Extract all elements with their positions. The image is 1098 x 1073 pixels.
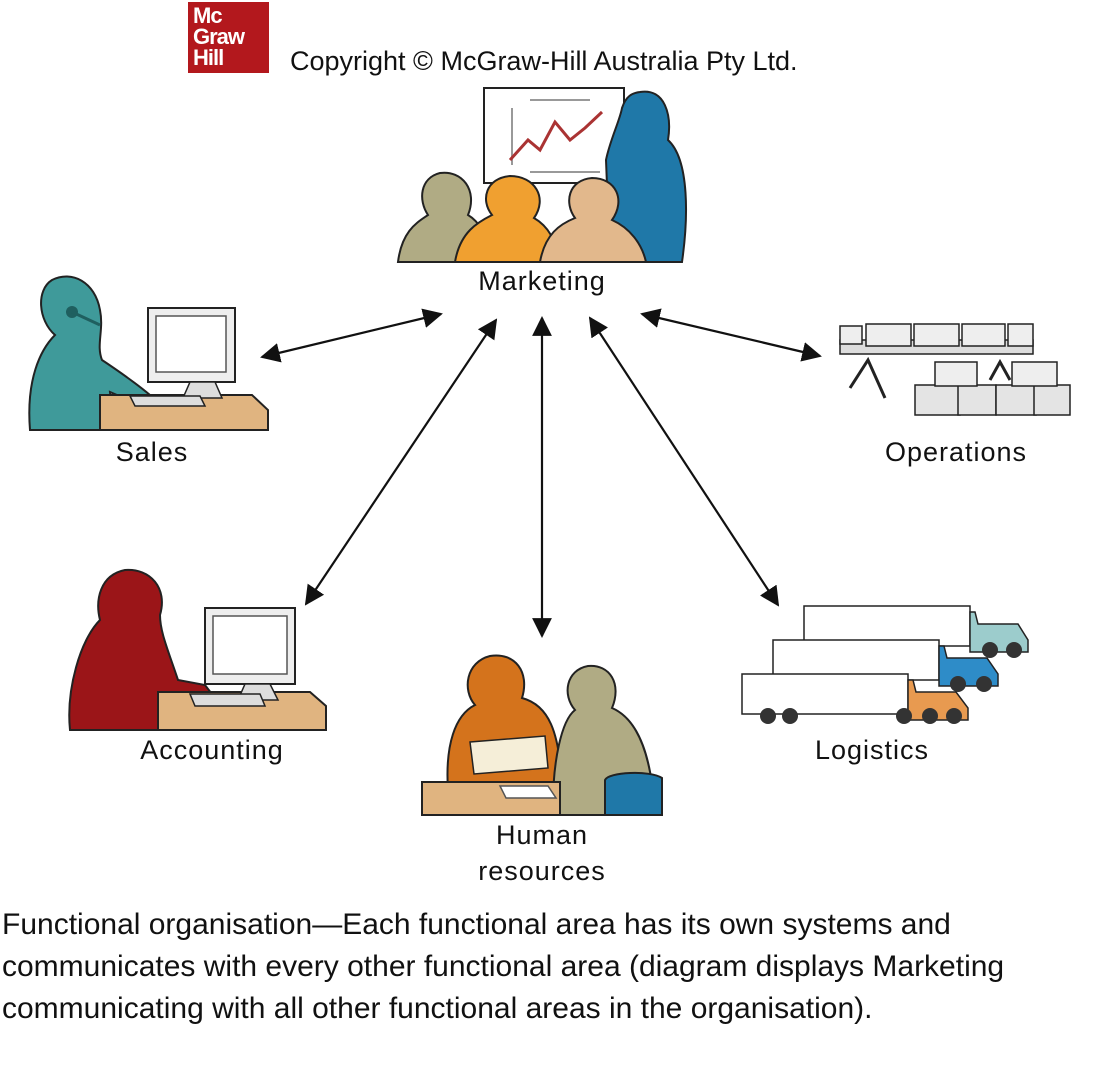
arrow-marketing-accounting	[304, 318, 498, 606]
whiteboard	[483, 87, 625, 184]
arrow-marketing-sales	[260, 308, 443, 363]
sales-label: Sales	[115, 437, 189, 467]
truck-trailer-3	[741, 673, 909, 715]
hr-chair	[604, 771, 663, 816]
audience-person-2	[453, 174, 562, 263]
functional-organisation-diagram	[28, 87, 1071, 816]
logo-line-3: Hill	[193, 45, 224, 70]
hr-document	[469, 735, 549, 775]
logistics-label: Logistics	[814, 735, 930, 765]
copyright-notice: Copyright © McGraw-Hill Australia Pty Lt…	[290, 46, 798, 76]
trend-line	[508, 110, 604, 162]
accounting-illustration	[68, 568, 327, 731]
accounting-label: Accounting	[140, 735, 284, 765]
figure-caption: Functional organisation—Each functional …	[2, 908, 1005, 1025]
operations-illustration	[839, 323, 1071, 416]
audience-person-3	[538, 176, 648, 263]
operations-label: Operations	[884, 437, 1028, 467]
presenter-silhouette	[604, 90, 687, 263]
human-resources-illustration	[421, 654, 663, 816]
human-resources-label-line-2: resources	[478, 856, 606, 886]
arrow-marketing-logistics	[588, 316, 780, 607]
sales-illustration	[28, 275, 269, 431]
arrow-marketing-operations	[640, 308, 822, 362]
marketing-illustration	[396, 87, 687, 263]
logistics-illustration	[741, 605, 1029, 724]
marketing-label: Marketing	[478, 266, 606, 296]
logo-line-2: Graw	[193, 24, 245, 49]
logo-line-1: Mc	[193, 3, 223, 28]
mcgraw-hill-logo: Mc Graw Hill	[188, 2, 269, 73]
connector-arrows	[260, 308, 822, 638]
human-resources-label-line-1: Human	[495, 820, 589, 850]
